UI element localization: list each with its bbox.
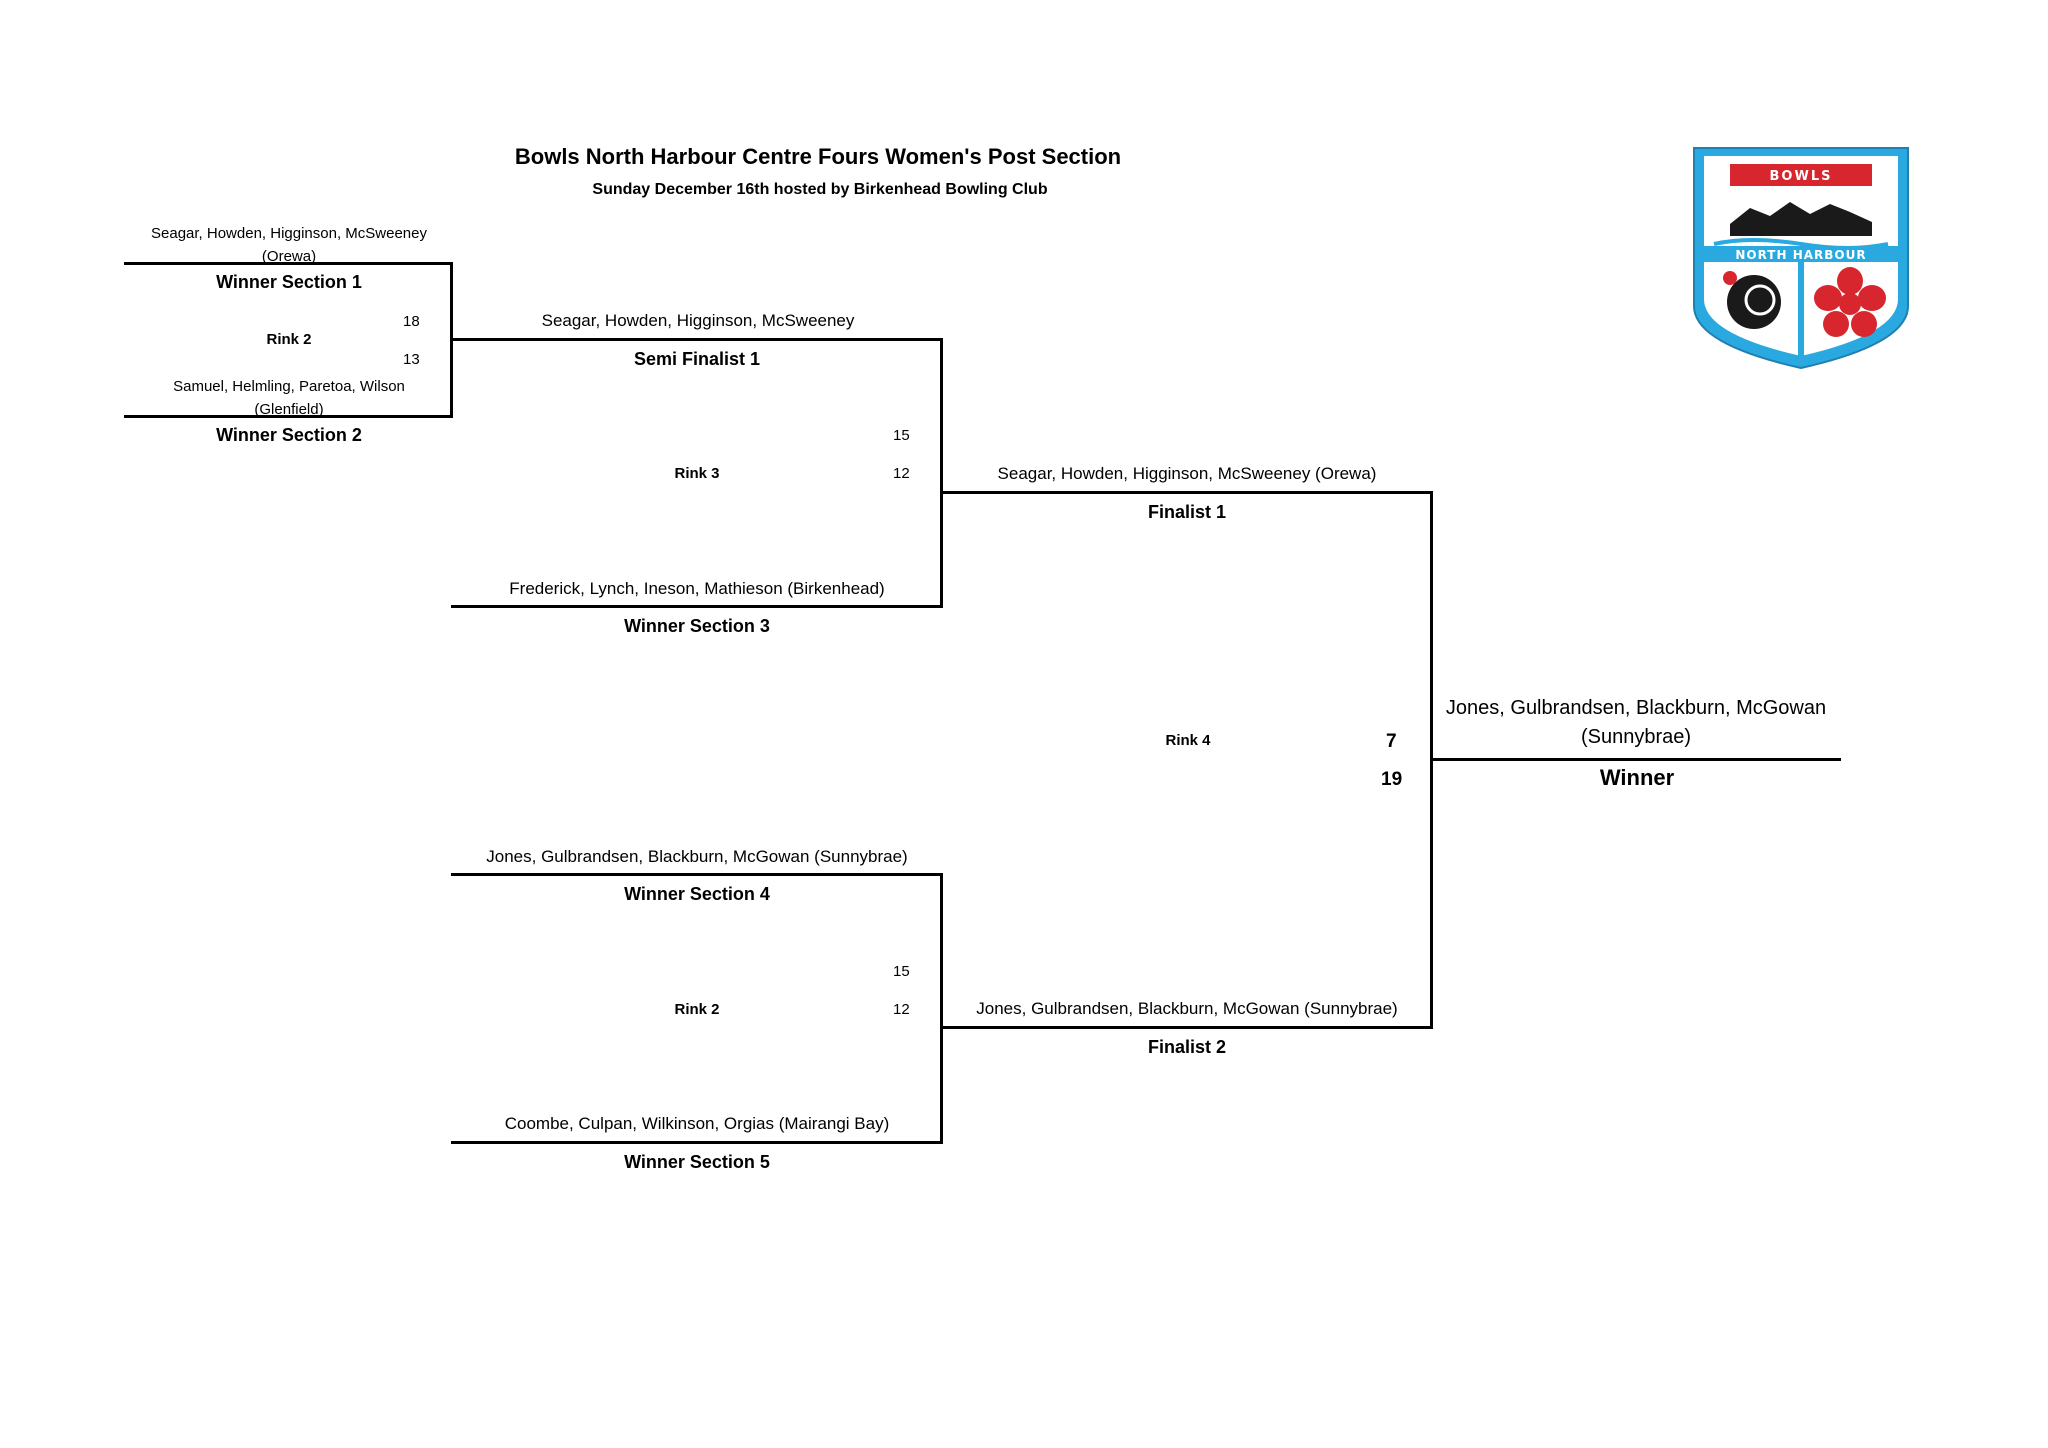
s1-rink: Rink 3 bbox=[674, 465, 720, 482]
r1-team-b-club: (Glenfield) bbox=[254, 401, 324, 418]
logo-band-text: NORTH HARBOUR bbox=[1735, 248, 1866, 262]
s2-rink: Rink 2 bbox=[674, 1001, 720, 1018]
s2-team-b-score: 12 bbox=[893, 1001, 910, 1018]
s2-team-a-label: Winner Section 4 bbox=[624, 884, 770, 904]
s1-connector bbox=[940, 338, 943, 608]
r1-team-b-score: 13 bbox=[403, 351, 420, 368]
winner-label: Winner bbox=[1599, 765, 1675, 790]
r1-team-a-club: (Orewa) bbox=[261, 248, 317, 265]
f-team-b-name: Jones, Gulbrandsen, Blackburn, McGowan (… bbox=[976, 999, 1398, 1018]
r1-team-a-label: Winner Section 1 bbox=[216, 272, 362, 292]
f-team-b-label: Finalist 2 bbox=[1147, 1037, 1227, 1057]
s2-team-b-line bbox=[451, 1141, 943, 1144]
logo-jack-icon bbox=[1723, 271, 1737, 285]
s1-team-a-score: 15 bbox=[893, 427, 910, 444]
logo-banner bbox=[1730, 164, 1872, 186]
f-rink: Rink 4 bbox=[1165, 732, 1211, 749]
r1-rink: Rink 2 bbox=[266, 331, 312, 348]
winner-line bbox=[1431, 758, 1841, 761]
logo-band bbox=[1704, 246, 1898, 262]
s2-team-a-line bbox=[451, 873, 943, 876]
logo-bowl-ring bbox=[1744, 284, 1776, 316]
s2-team-b-label: Winner Section 5 bbox=[624, 1152, 770, 1172]
f-team-a-name: Seagar, Howden, Higginson, McSweeney (Or… bbox=[997, 464, 1377, 483]
f-team-a-line bbox=[941, 491, 1433, 494]
f-team-b-line bbox=[941, 1026, 1433, 1029]
page-subtitle: Sunday December 16th hosted by Birkenhea… bbox=[592, 181, 1048, 198]
r1-team-a-score: 18 bbox=[403, 313, 420, 330]
bowls-north-harbour-logo: BOWLS NORTH HARBOUR bbox=[1690, 144, 1912, 370]
r1-team-b-name: Samuel, Helmling, Paretoa, Wilson bbox=[173, 378, 405, 395]
s2-team-a-name: Jones, Gulbrandsen, Blackburn, McGowan (… bbox=[486, 847, 908, 866]
f-team-b-score: 19 bbox=[1381, 769, 1403, 790]
s1-team-b-line bbox=[451, 605, 943, 608]
r1-team-b-label: Winner Section 2 bbox=[216, 425, 362, 445]
winner-name-line1: Jones, Gulbrandsen, Blackburn, McGowan bbox=[1445, 697, 1827, 719]
s1-team-b-score: 12 bbox=[893, 465, 910, 482]
s2-team-b-name: Coombe, Culpan, Wilkinson, Orgias (Maira… bbox=[504, 1114, 890, 1133]
r1-team-a-name: Seagar, Howden, Higginson, McSweeney bbox=[151, 225, 427, 242]
s1-team-a-name: Seagar, Howden, Higginson, McSweeney bbox=[541, 311, 855, 330]
s1-team-a-line bbox=[451, 338, 943, 341]
logo-graphic: BOWLS NORTH HARBOUR bbox=[1693, 147, 1909, 370]
logo-landscape bbox=[1730, 202, 1872, 236]
logo-divider bbox=[1798, 262, 1804, 356]
s1-team-b-label: Winner Section 3 bbox=[624, 616, 770, 636]
s2-connector bbox=[940, 873, 943, 1144]
s1-team-b-name: Frederick, Lynch, Ineson, Mathieson (Bir… bbox=[509, 579, 885, 598]
page-title: Bowls North Harbour Centre Fours Women's… bbox=[514, 144, 1122, 169]
r1-team-b-line bbox=[124, 415, 453, 418]
s2-team-a-score: 15 bbox=[893, 963, 910, 980]
s1-team-a-label: Semi Finalist 1 bbox=[633, 349, 761, 369]
logo-flower-icon bbox=[1814, 267, 1886, 337]
r1-team-a-line bbox=[124, 262, 453, 265]
logo-top-text: BOWLS bbox=[1770, 169, 1833, 184]
f-team-a-label: Finalist 1 bbox=[1147, 502, 1227, 522]
f-team-a-score: 7 bbox=[1386, 731, 1397, 752]
winner-name-line2: (Sunnybrae) bbox=[1580, 726, 1692, 748]
